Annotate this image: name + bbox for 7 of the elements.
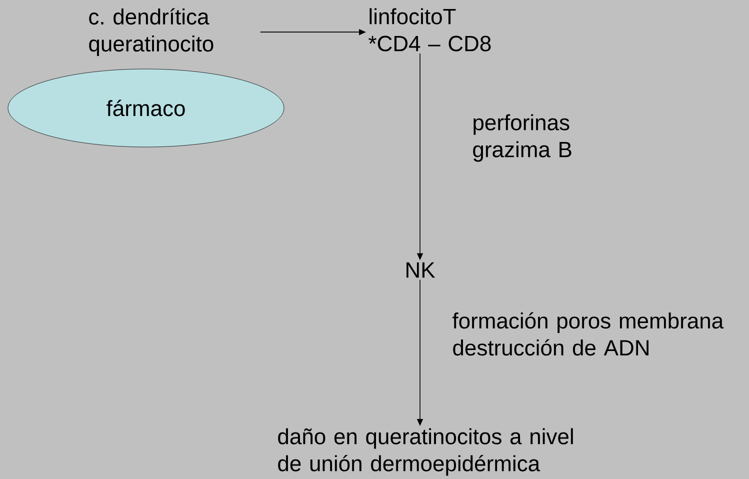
node-text: c. dendrítica queratinocito [89,8,214,56]
node-text: NK [406,262,436,278]
edge-label: formación poros membrana destrucción de ADN [452,312,724,356]
ellipse-node: fármaco [8,68,284,148]
edge-label: perforinas grazima B [473,114,572,162]
node-text: linfocitoT *CD4 – CD8 [368,8,491,52]
node-text: daño en queratinocitos a nivel de unión dermoepidérmica [278,428,573,476]
